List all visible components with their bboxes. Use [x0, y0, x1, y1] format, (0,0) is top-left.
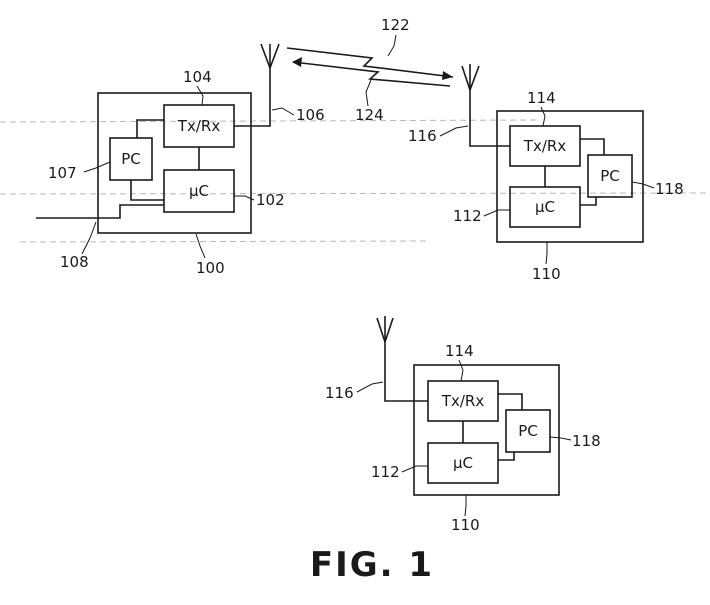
station-a-uc-label: μC — [189, 182, 209, 200]
station-a-tx-rx-label: Tx/Rx — [177, 117, 221, 135]
wireless-link: 122 124 — [286, 16, 454, 124]
ref-112-bottom: 112 — [371, 463, 400, 481]
leader-106 — [271, 107, 295, 116]
ref-114-top: 114 — [527, 89, 556, 107]
ref-110-bottom: 110 — [451, 516, 480, 534]
station-c-tx-rx-label: Tx/Rx — [441, 392, 485, 410]
ref-118-top: 118 — [655, 180, 684, 198]
station-c-antenna-icon — [376, 316, 394, 343]
leader-102 — [234, 195, 255, 201]
leader-112-top — [483, 209, 510, 217]
ref-124: 124 — [355, 106, 384, 124]
ref-108: 108 — [60, 253, 89, 271]
station-c-uc-label: μC — [453, 454, 473, 472]
station-c-pc-box — [505, 409, 551, 453]
leader-122 — [387, 34, 397, 57]
leader-108 — [81, 221, 97, 255]
station-a-pc-label: PC — [121, 150, 141, 168]
station-b-antenna-icon — [461, 64, 480, 91]
ref-100: 100 — [196, 259, 225, 277]
ref-116-bottom: 116 — [325, 384, 354, 402]
station-a-housing — [97, 92, 252, 234]
scan-line — [0, 192, 710, 195]
station-a-bus-line — [36, 204, 164, 219]
station-a: Tx/Rx PC μC 104 106 107 102 108 100 — [36, 43, 325, 277]
ref-104: 104 — [183, 68, 212, 86]
leader-100 — [195, 233, 206, 259]
scan-line — [19, 240, 431, 243]
leader-116-bottom — [356, 381, 384, 393]
station-b-wire-uc-pc — [580, 197, 597, 206]
leader-110-bottom — [464, 495, 467, 517]
leader-112-bottom — [401, 465, 428, 473]
station-b-uc-label: μC — [535, 198, 555, 216]
ref-116-top: 116 — [408, 127, 437, 145]
station-b-tx-rx-label: Tx/Rx — [523, 137, 567, 155]
leader-124 — [365, 79, 372, 107]
station-c-housing — [413, 364, 560, 496]
ref-102: 102 — [256, 191, 285, 209]
leader-116-top — [439, 125, 469, 137]
ref-107: 107 — [48, 164, 77, 182]
link-upper-arrowhead — [442, 71, 453, 80]
station-b-wire-txrx-pc — [580, 138, 605, 155]
station-b-pc-label: PC — [600, 167, 620, 185]
leader-114-top — [540, 106, 546, 127]
leader-114-bottom — [458, 359, 464, 382]
link-lower-zigzag — [292, 61, 451, 87]
station-a-antenna-icon — [260, 43, 280, 69]
station-c-pc-label: PC — [518, 422, 538, 440]
station-b-antenna-feed — [469, 90, 510, 147]
leader-104 — [196, 85, 204, 106]
link-upper-zigzag — [286, 47, 454, 78]
station-a-wire-txrx-pc — [136, 119, 164, 138]
station-b: Tx/Rx PC μC 114 116 118 112 110 — [408, 64, 684, 283]
ref-114-bottom: 114 — [445, 342, 474, 360]
ref-122: 122 — [381, 16, 410, 34]
station-c-antenna-feed — [384, 342, 428, 402]
ref-106: 106 — [296, 106, 325, 124]
ref-118-bottom: 118 — [572, 432, 601, 450]
leader-118-bottom — [549, 436, 572, 441]
leader-107 — [83, 161, 111, 173]
link-lower-arrowhead — [292, 57, 302, 67]
leader-118-top — [631, 181, 655, 189]
figure-caption: FIG. 1 — [310, 545, 434, 585]
station-c: Tx/Rx PC μC 114 116 118 112 110 — [325, 316, 601, 534]
ref-112-top: 112 — [453, 207, 482, 225]
station-a-wire-pc-uc — [130, 180, 164, 201]
station-b-housing — [496, 110, 644, 243]
station-c-wire-txrx-pc — [498, 393, 523, 410]
leader-110-top — [545, 242, 548, 265]
station-c-wire-uc-pc — [498, 452, 515, 461]
station-a-antenna-feed — [234, 68, 271, 127]
station-b-pc-box — [587, 154, 633, 198]
ref-110-top: 110 — [532, 265, 561, 283]
